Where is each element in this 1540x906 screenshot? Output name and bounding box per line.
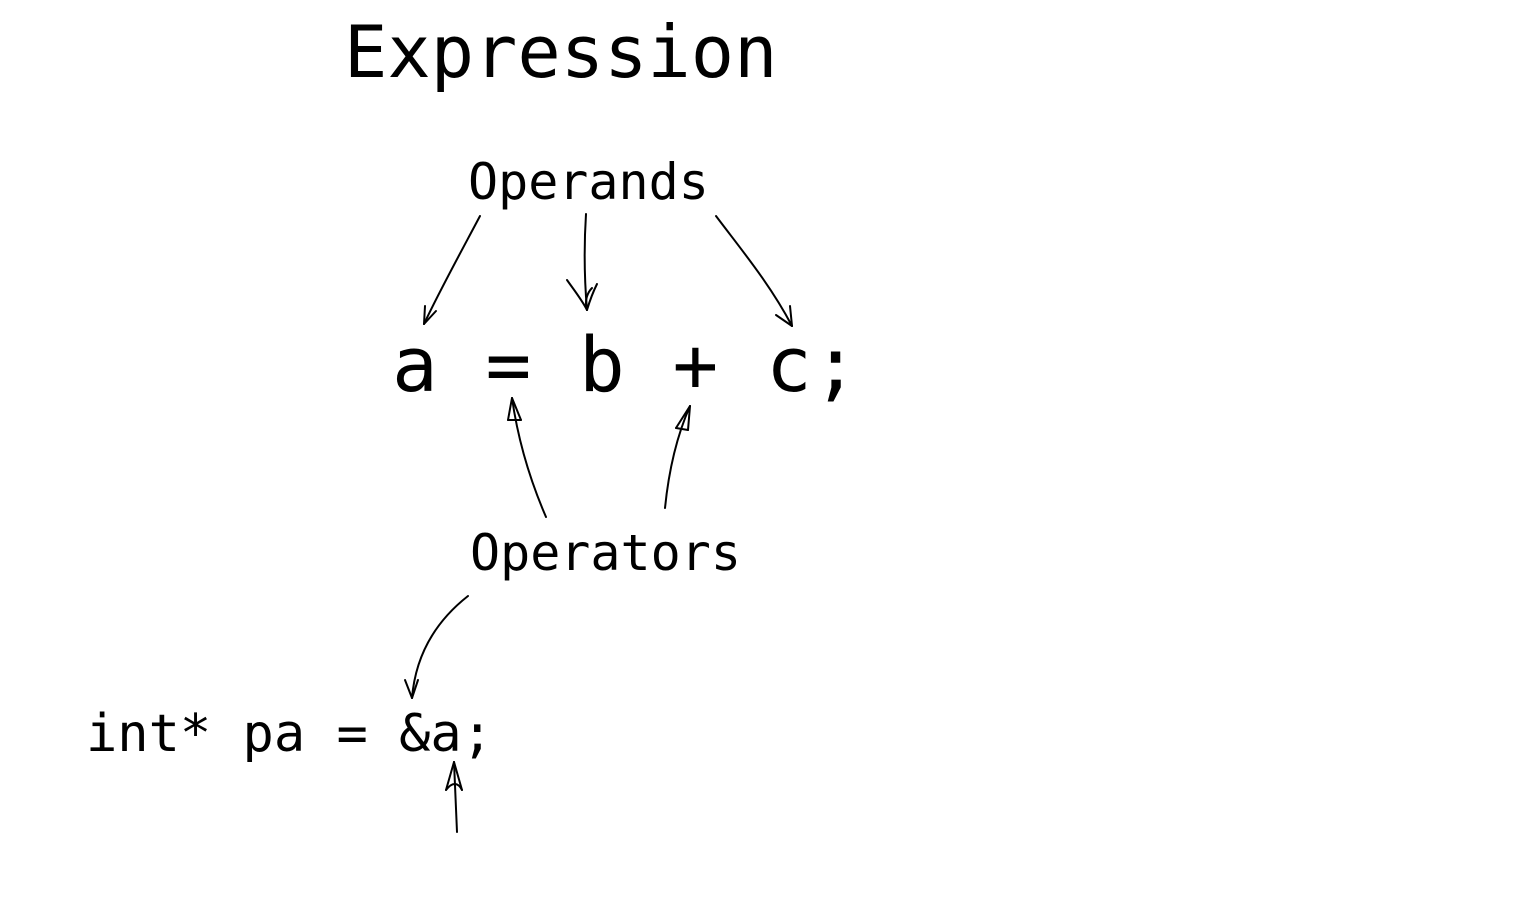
expression-code: a = b + c; [392,320,860,409]
arrow-operators-to-assign [507,397,547,518]
arrow-operators-to-plus [664,405,691,509]
arrow-operands-to-b [566,213,598,311]
arrow-operands-to-a [423,215,481,325]
operators-label: Operators [470,524,741,582]
arrow-operands-to-c [715,215,793,327]
diagram-title: Expression [344,10,778,94]
arrow-operators-to-address-of [404,595,469,699]
operands-label: Operands [468,153,709,211]
pointer-declaration-code: int* pa = &a; [86,704,493,764]
arrow-up-to-a [445,761,463,833]
